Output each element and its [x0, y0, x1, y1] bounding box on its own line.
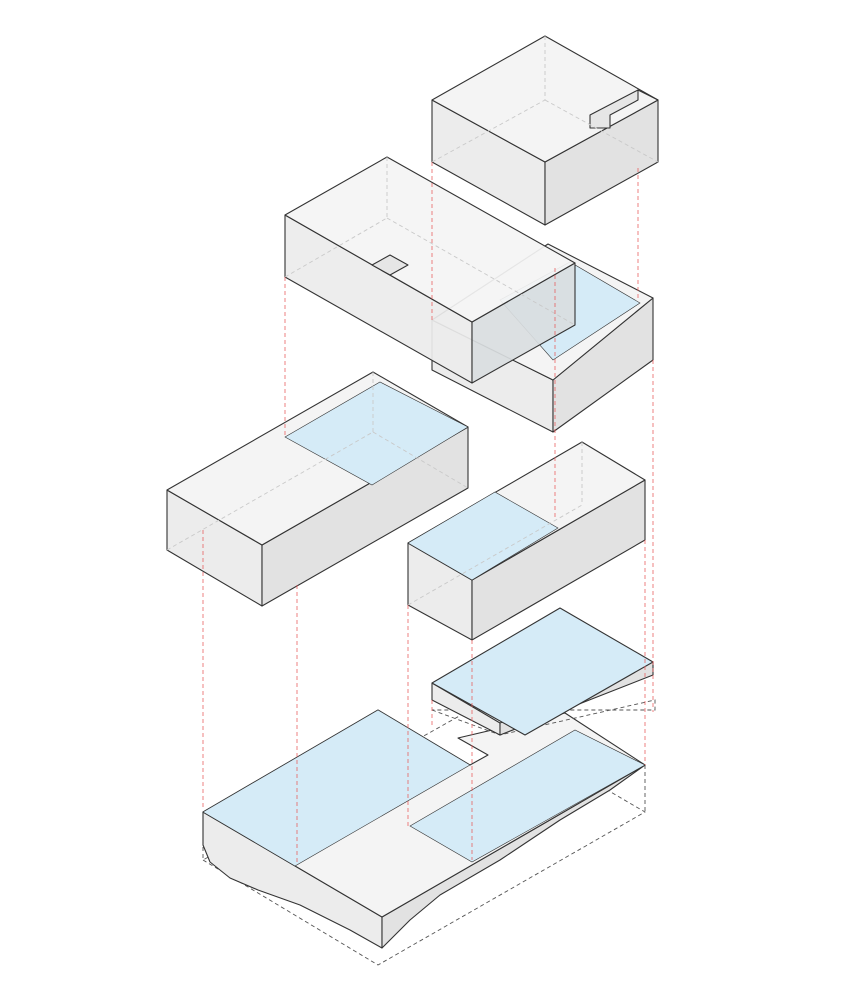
- middle-right-box: [407, 441, 646, 641]
- upper-long-box: [284, 156, 576, 384]
- ground-plinth: [202, 709, 646, 966]
- hidden-line: [407, 504, 583, 606]
- hidden-line: [386, 217, 576, 326]
- ground-right-face: [381, 764, 646, 949]
- projection-lines: [202, 162, 654, 862]
- hidden-line: [431, 99, 546, 163]
- mid-left-highlight: [284, 381, 469, 486]
- hidden-line: [166, 431, 374, 551]
- thin-plate: [431, 607, 656, 736]
- middle-left-box: [166, 371, 469, 607]
- up-long-notch: [371, 254, 409, 276]
- up-long-top-face: [284, 156, 576, 323]
- plate-footprint-outline: [431, 699, 656, 736]
- top-box: [431, 35, 659, 226]
- hidden-line: [544, 99, 659, 163]
- hidden-line: [284, 217, 388, 278]
- hidden-line: [372, 431, 469, 489]
- ground-footprint-outline: [202, 709, 646, 966]
- top-box-notch-edge: [637, 89, 659, 101]
- ground-highlight-left: [202, 709, 471, 867]
- mid-right-highlight: [407, 491, 559, 581]
